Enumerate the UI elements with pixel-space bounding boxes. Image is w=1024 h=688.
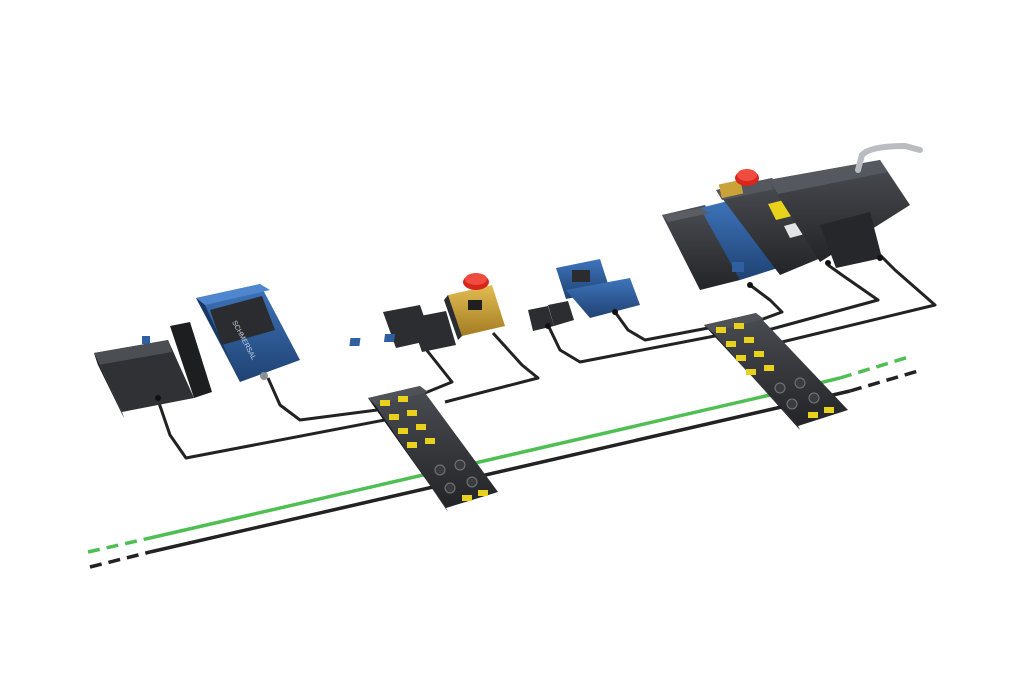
io-module-icon: [716, 323, 834, 418]
io-hub-right: [704, 313, 848, 430]
network-cable-green-dashed-left: [87, 536, 151, 554]
cable-estop-left: [444, 331, 540, 404]
door-handle-icon: [855, 142, 923, 173]
cable-blue-interlock: [266, 377, 401, 422]
device-cables: [156, 253, 937, 460]
cable-long-sensor: [749, 283, 784, 324]
indicator-icon: [142, 336, 150, 344]
emergency-stop-left: [444, 273, 505, 340]
blue-switch-right: [556, 259, 640, 318]
power-cable-black-dashed-left: [89, 550, 151, 569]
cable-estop-right: [767, 263, 880, 332]
handle-door-lock: [768, 142, 923, 268]
coded-sensor-middle: [528, 301, 574, 331]
power-cable-black-dashed-right: [849, 369, 919, 393]
cable-handle-lock: [781, 253, 937, 344]
blue-interlock-switch: SCHMERSAL: [196, 284, 300, 382]
cable-sensor-right: [546, 324, 721, 364]
magnetic-safety-sensor: [349, 305, 456, 352]
cable-magnetic-sensor: [419, 347, 454, 397]
door-lock-device-left: [94, 322, 212, 418]
long-safety-light-sensor: [662, 198, 778, 290]
network-cable-green-dashed-right: [839, 354, 913, 380]
io-module-icon: [380, 396, 488, 501]
cable-blue-switch-right: [613, 311, 741, 342]
io-hub-left: [368, 386, 498, 512]
cable-door-lock-left: [156, 399, 396, 460]
